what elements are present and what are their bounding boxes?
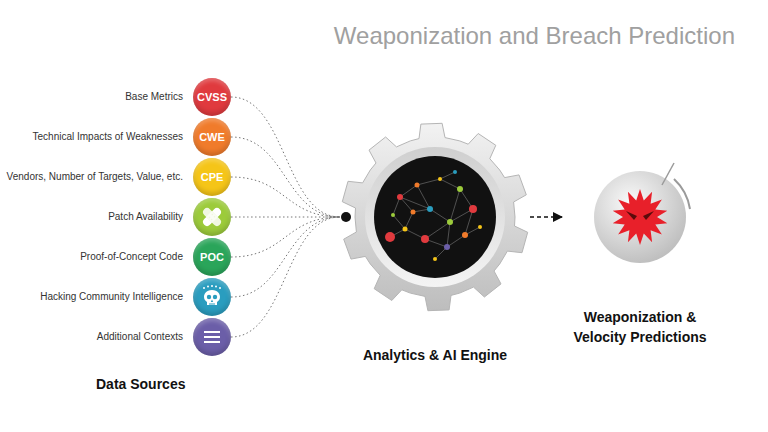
data-source-node: Technical Impacts of Weaknesses CWE	[33, 118, 231, 156]
data-source-node: Proof-of-Concept Code POC	[80, 238, 231, 276]
connector	[231, 217, 340, 218]
connector	[231, 137, 340, 217]
diagram-title: Weaponization and Breach Prediction	[334, 22, 735, 50]
source-circle	[193, 278, 231, 316]
source-circle: POC	[193, 238, 231, 276]
bandage-icon	[199, 204, 225, 230]
prediction-label: Weaponization & Velocity Predictions	[562, 307, 718, 347]
source-description: Technical Impacts of Weaknesses	[33, 131, 183, 143]
source-description: Vendors, Number of Targets, Value, etc.	[7, 171, 183, 183]
connector	[231, 177, 340, 217]
junction-dot	[341, 212, 351, 222]
skull-icon	[199, 284, 225, 310]
source-abbreviation: CVSS	[197, 91, 227, 103]
connector	[231, 217, 340, 257]
data-source-node: Patch Availability	[108, 198, 231, 236]
connector	[530, 216, 562, 218]
source-abbreviation: POC	[200, 251, 224, 263]
source-description: Proof-of-Concept Code	[80, 251, 183, 263]
source-description: Patch Availability	[108, 211, 183, 223]
source-description: Hacking Community Intelligence	[40, 291, 183, 303]
engine-gear-node: Analytics & AI Engine	[340, 122, 530, 365]
gear-illustration	[340, 122, 530, 312]
prediction-node: Weaponization & Velocity Predictions	[562, 171, 718, 347]
data-source-node: Additional Contexts	[97, 318, 231, 356]
engine-label: Analytics & AI Engine	[340, 345, 530, 365]
source-abbreviation: CPE	[201, 171, 224, 183]
lines-icon	[199, 324, 225, 350]
source-circle	[193, 318, 231, 356]
source-description: Base Metrics	[125, 91, 183, 103]
connector	[231, 217, 340, 297]
prediction-illustration	[562, 171, 718, 263]
data-source-node: Vendors, Number of Targets, Value, etc. C…	[7, 158, 231, 196]
source-circle	[193, 198, 231, 236]
source-circle: CPE	[193, 158, 231, 196]
source-description: Additional Contexts	[97, 331, 183, 343]
source-abbreviation: CWE	[199, 131, 225, 143]
section-label: Data Sources	[96, 374, 185, 394]
connector	[231, 97, 340, 217]
connector	[231, 217, 340, 337]
source-circle: CVSS	[193, 78, 231, 116]
data-source-node: Base Metrics CVSS	[125, 78, 231, 116]
source-circle: CWE	[193, 118, 231, 156]
data-source-node: Hacking Community Intelligence	[40, 278, 231, 316]
